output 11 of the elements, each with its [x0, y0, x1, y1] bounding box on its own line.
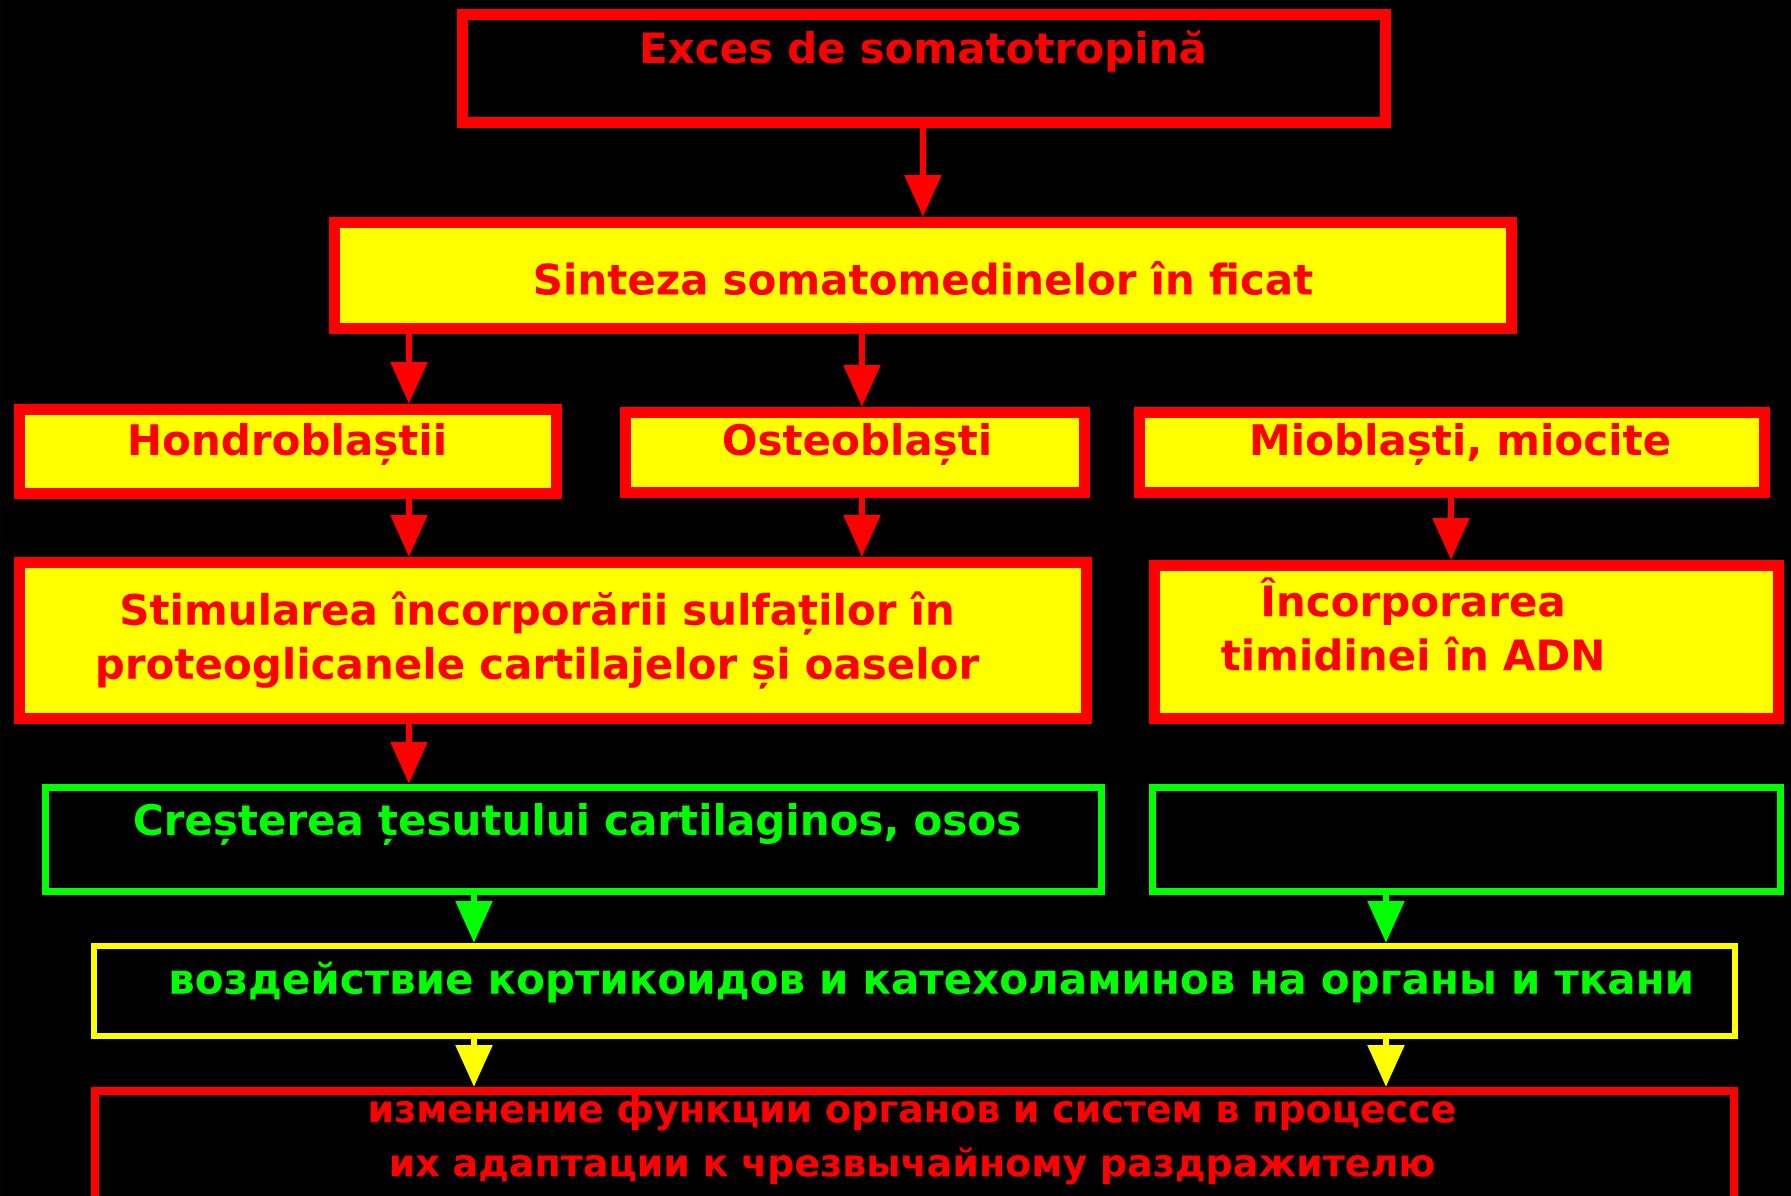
empty-box: изменение функции органов и систем в процессе их адаптации к чрезвычайному раздражителю	[91, 1087, 1738, 1196]
empty-box: воздействие кортикоидов и катехоламинов на органы и ткани	[91, 943, 1738, 1039]
empty-box: Sinteza somatomedinelor în ficat	[329, 217, 1517, 334]
empty-box: Mioblaști, miocite	[1134, 407, 1770, 498]
empty-box: Hondroblaștii	[14, 404, 562, 499]
empty-box: Stimularea încorporării sulfaților în proteoglicanele cartilajelor și oaselor	[14, 557, 1092, 724]
empty-box: Încorporarea timidinei în ADN	[1149, 560, 1784, 724]
empty-box	[1149, 784, 1784, 895]
empty-box: Creșterea țesutului cartilaginos, osos	[42, 784, 1105, 895]
empty-box: Osteoblaști	[620, 407, 1090, 498]
empty-box: Exces de somatotropină	[457, 9, 1391, 128]
